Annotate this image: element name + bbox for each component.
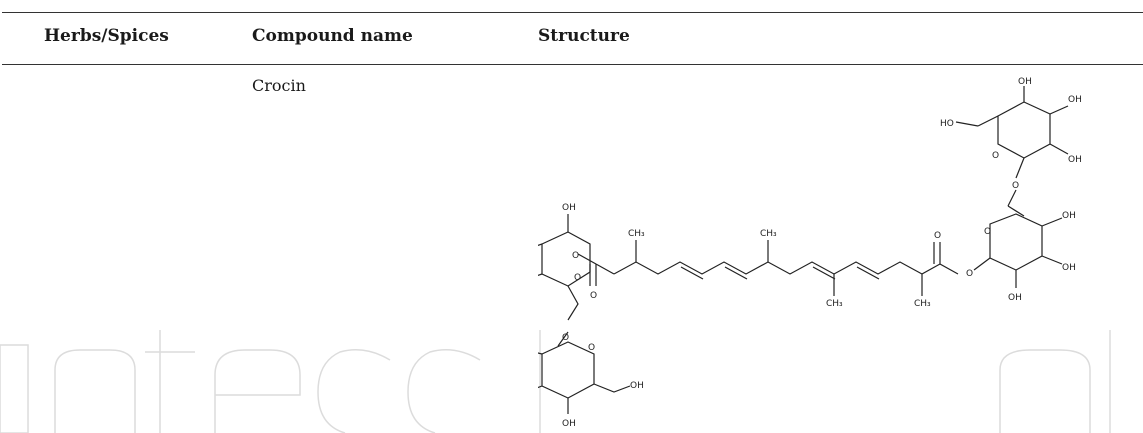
label-oh: OH	[1068, 95, 1082, 105]
label-o: O	[588, 343, 595, 353]
table-top-rule	[2, 12, 1143, 13]
label-o: O	[590, 291, 597, 301]
label-o: O	[574, 273, 581, 283]
label-o: O	[1012, 181, 1019, 191]
label-ch3: CH₃	[628, 229, 645, 239]
header-compound-name: Compound name	[252, 26, 413, 46]
cell-compound-name: Crocin	[252, 76, 306, 95]
label-ch3: CH₃	[914, 299, 931, 309]
label-o: O	[572, 251, 579, 261]
header-herbs-spices: Herbs/Spices	[44, 26, 169, 46]
label-oh: OH	[1018, 77, 1032, 87]
crocin-structure-image: OH OH OH HO O O O OH OH OH O O CH₃ CH₃ C…	[538, 77, 1082, 429]
label-oh: OH	[562, 419, 576, 429]
label-o: O	[966, 269, 973, 279]
label-o: O	[992, 151, 999, 161]
label-ho: HO	[940, 119, 954, 129]
label-oh: OH	[1062, 263, 1076, 273]
label-o: O	[934, 231, 941, 241]
label-oh: OH	[1008, 293, 1022, 303]
label-o: O	[562, 333, 569, 343]
label-oh: OH	[1062, 211, 1076, 221]
table-header-rule	[2, 64, 1143, 65]
label-oh: OH	[630, 381, 644, 391]
label-oh: OH	[562, 203, 576, 213]
label-ch3: CH₃	[760, 229, 777, 239]
label-ch3: CH₃	[826, 299, 843, 309]
label-o: O	[984, 227, 991, 237]
header-structure: Structure	[538, 26, 630, 46]
label-oh: OH	[1068, 155, 1082, 165]
